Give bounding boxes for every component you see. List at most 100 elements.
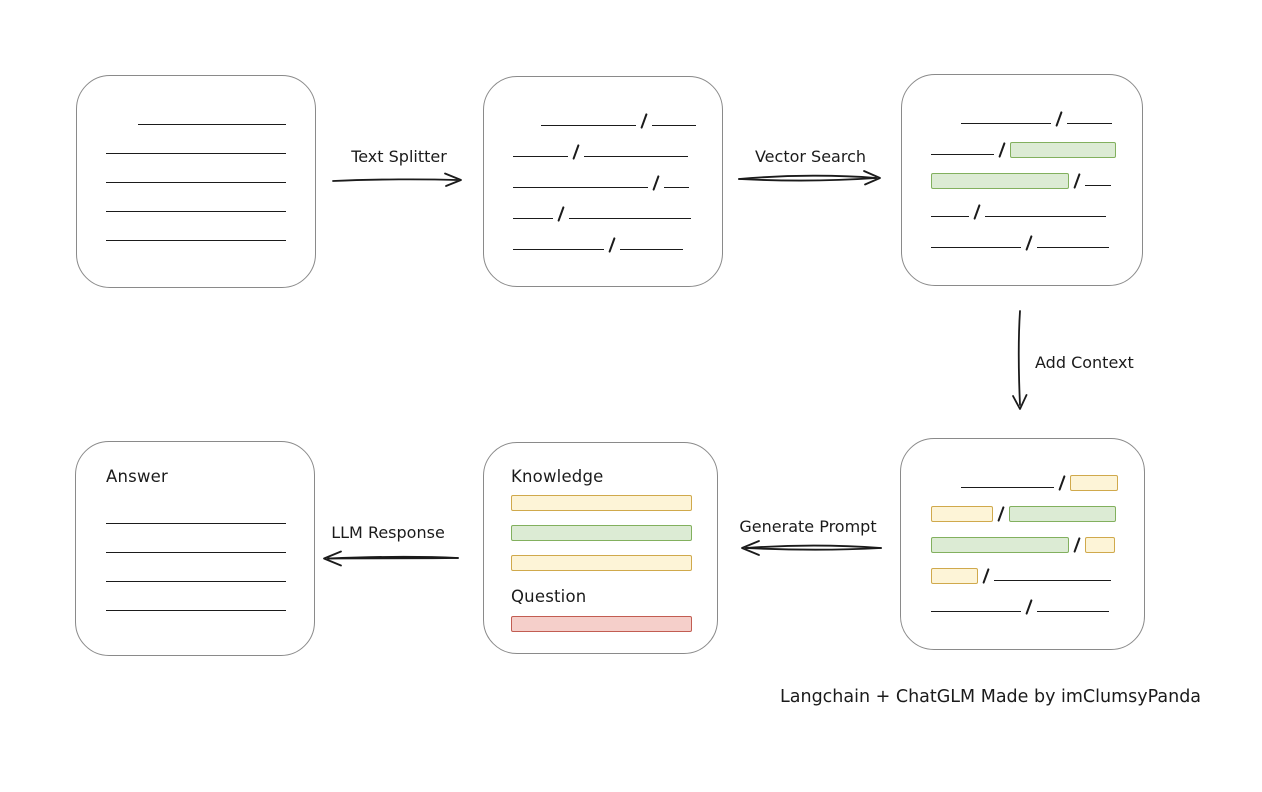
text-line <box>106 523 286 524</box>
slash-separator <box>572 143 580 160</box>
text-line <box>106 152 286 154</box>
text-line <box>931 247 1021 248</box>
slash-separator <box>998 142 1006 158</box>
text-line <box>106 181 286 183</box>
segment-row <box>513 173 694 191</box>
text-line <box>1037 611 1110 612</box>
segment-row <box>931 202 1113 220</box>
knowledge-bar-green <box>511 525 692 541</box>
knowledge-label: Knowledge <box>511 467 604 486</box>
text-line <box>513 217 553 219</box>
segment-row <box>931 473 1119 491</box>
split-text-box <box>483 76 723 287</box>
slash-separator <box>608 236 616 253</box>
text-line <box>1067 123 1113 124</box>
green-highlight <box>931 173 1069 189</box>
segment-row <box>513 111 697 129</box>
segment-row <box>931 597 1115 615</box>
indent-space <box>513 128 541 129</box>
question-bar-red <box>511 616 692 632</box>
prompt-box: Knowledge Question <box>483 442 718 654</box>
text-splitter-label: Text Splitter <box>351 147 447 166</box>
text-line <box>985 216 1107 217</box>
indent-space <box>931 126 961 127</box>
generate-prompt-arrow <box>741 540 882 556</box>
llm-response-label: LLM Response <box>331 523 445 542</box>
text-line <box>1085 185 1112 186</box>
slash-separator <box>1058 475 1066 491</box>
document-lines <box>106 123 286 241</box>
text-line <box>106 210 286 212</box>
slash-separator <box>1073 173 1081 189</box>
text-line <box>513 248 604 250</box>
slash-separator <box>982 568 990 584</box>
text-line <box>584 155 689 157</box>
segment-row <box>106 152 286 154</box>
text-line <box>513 155 568 157</box>
green-highlight <box>1009 506 1117 522</box>
segment-row <box>106 123 286 125</box>
text-line <box>1037 247 1110 248</box>
retrieved-chunks-box <box>901 74 1143 286</box>
text-line <box>569 217 692 219</box>
slash-separator <box>997 506 1005 522</box>
text-line <box>513 186 648 188</box>
text-line <box>931 154 994 155</box>
footer-credit: Langchain + ChatGLM Made by imClumsyPand… <box>780 687 1202 707</box>
text-line <box>138 123 286 125</box>
text-line <box>541 124 636 126</box>
text-line <box>106 239 286 241</box>
segment-row <box>931 233 1113 251</box>
yellow-highlight <box>1070 475 1119 491</box>
add-context-label: Add Context <box>1035 353 1134 372</box>
segment-row <box>931 109 1113 127</box>
text-line <box>106 552 286 553</box>
slash-separator <box>973 204 981 220</box>
segment-row <box>931 504 1117 522</box>
indent-space <box>931 490 961 491</box>
slash-separator <box>557 205 565 222</box>
text-line <box>961 487 1054 488</box>
segment-row <box>106 181 286 183</box>
text-line <box>994 580 1112 581</box>
segment-row <box>106 210 286 212</box>
answer-label: Answer <box>106 467 168 486</box>
text-line <box>652 124 697 126</box>
retrieved-chunks-rows <box>931 109 1117 251</box>
source-document-box <box>76 75 316 288</box>
knowledge-bar-yellow-2 <box>511 555 692 571</box>
context-chunks-box <box>900 438 1145 650</box>
context-chunks-rows <box>931 473 1119 615</box>
slash-separator <box>1025 599 1033 615</box>
yellow-highlight <box>931 506 993 522</box>
slash-separator <box>1025 235 1033 251</box>
segment-row <box>513 142 694 160</box>
slash-separator <box>1073 537 1081 553</box>
text-line <box>931 611 1021 612</box>
vector-search-arrow <box>738 170 881 186</box>
knowledge-bar-yellow-1 <box>511 495 692 511</box>
yellow-highlight <box>931 568 978 584</box>
segment-row <box>931 140 1117 158</box>
text-line <box>106 581 286 582</box>
text-line <box>664 186 690 188</box>
text-line <box>931 216 969 217</box>
slash-separator <box>1055 111 1063 127</box>
text-line <box>106 610 286 611</box>
segment-row <box>106 239 286 241</box>
green-highlight <box>1010 142 1117 158</box>
slash-separator <box>652 174 660 191</box>
answer-box: Answer <box>75 441 315 656</box>
add-context-arrow <box>1012 310 1028 410</box>
yellow-highlight <box>1085 537 1116 553</box>
segment-row <box>513 235 694 253</box>
segment-row <box>931 535 1116 553</box>
text-line <box>961 123 1051 124</box>
question-label: Question <box>511 587 587 606</box>
llm-response-arrow <box>323 550 459 567</box>
segment-row <box>931 566 1115 584</box>
indent-space <box>106 124 138 125</box>
green-highlight <box>931 537 1069 553</box>
text-line <box>620 248 684 250</box>
